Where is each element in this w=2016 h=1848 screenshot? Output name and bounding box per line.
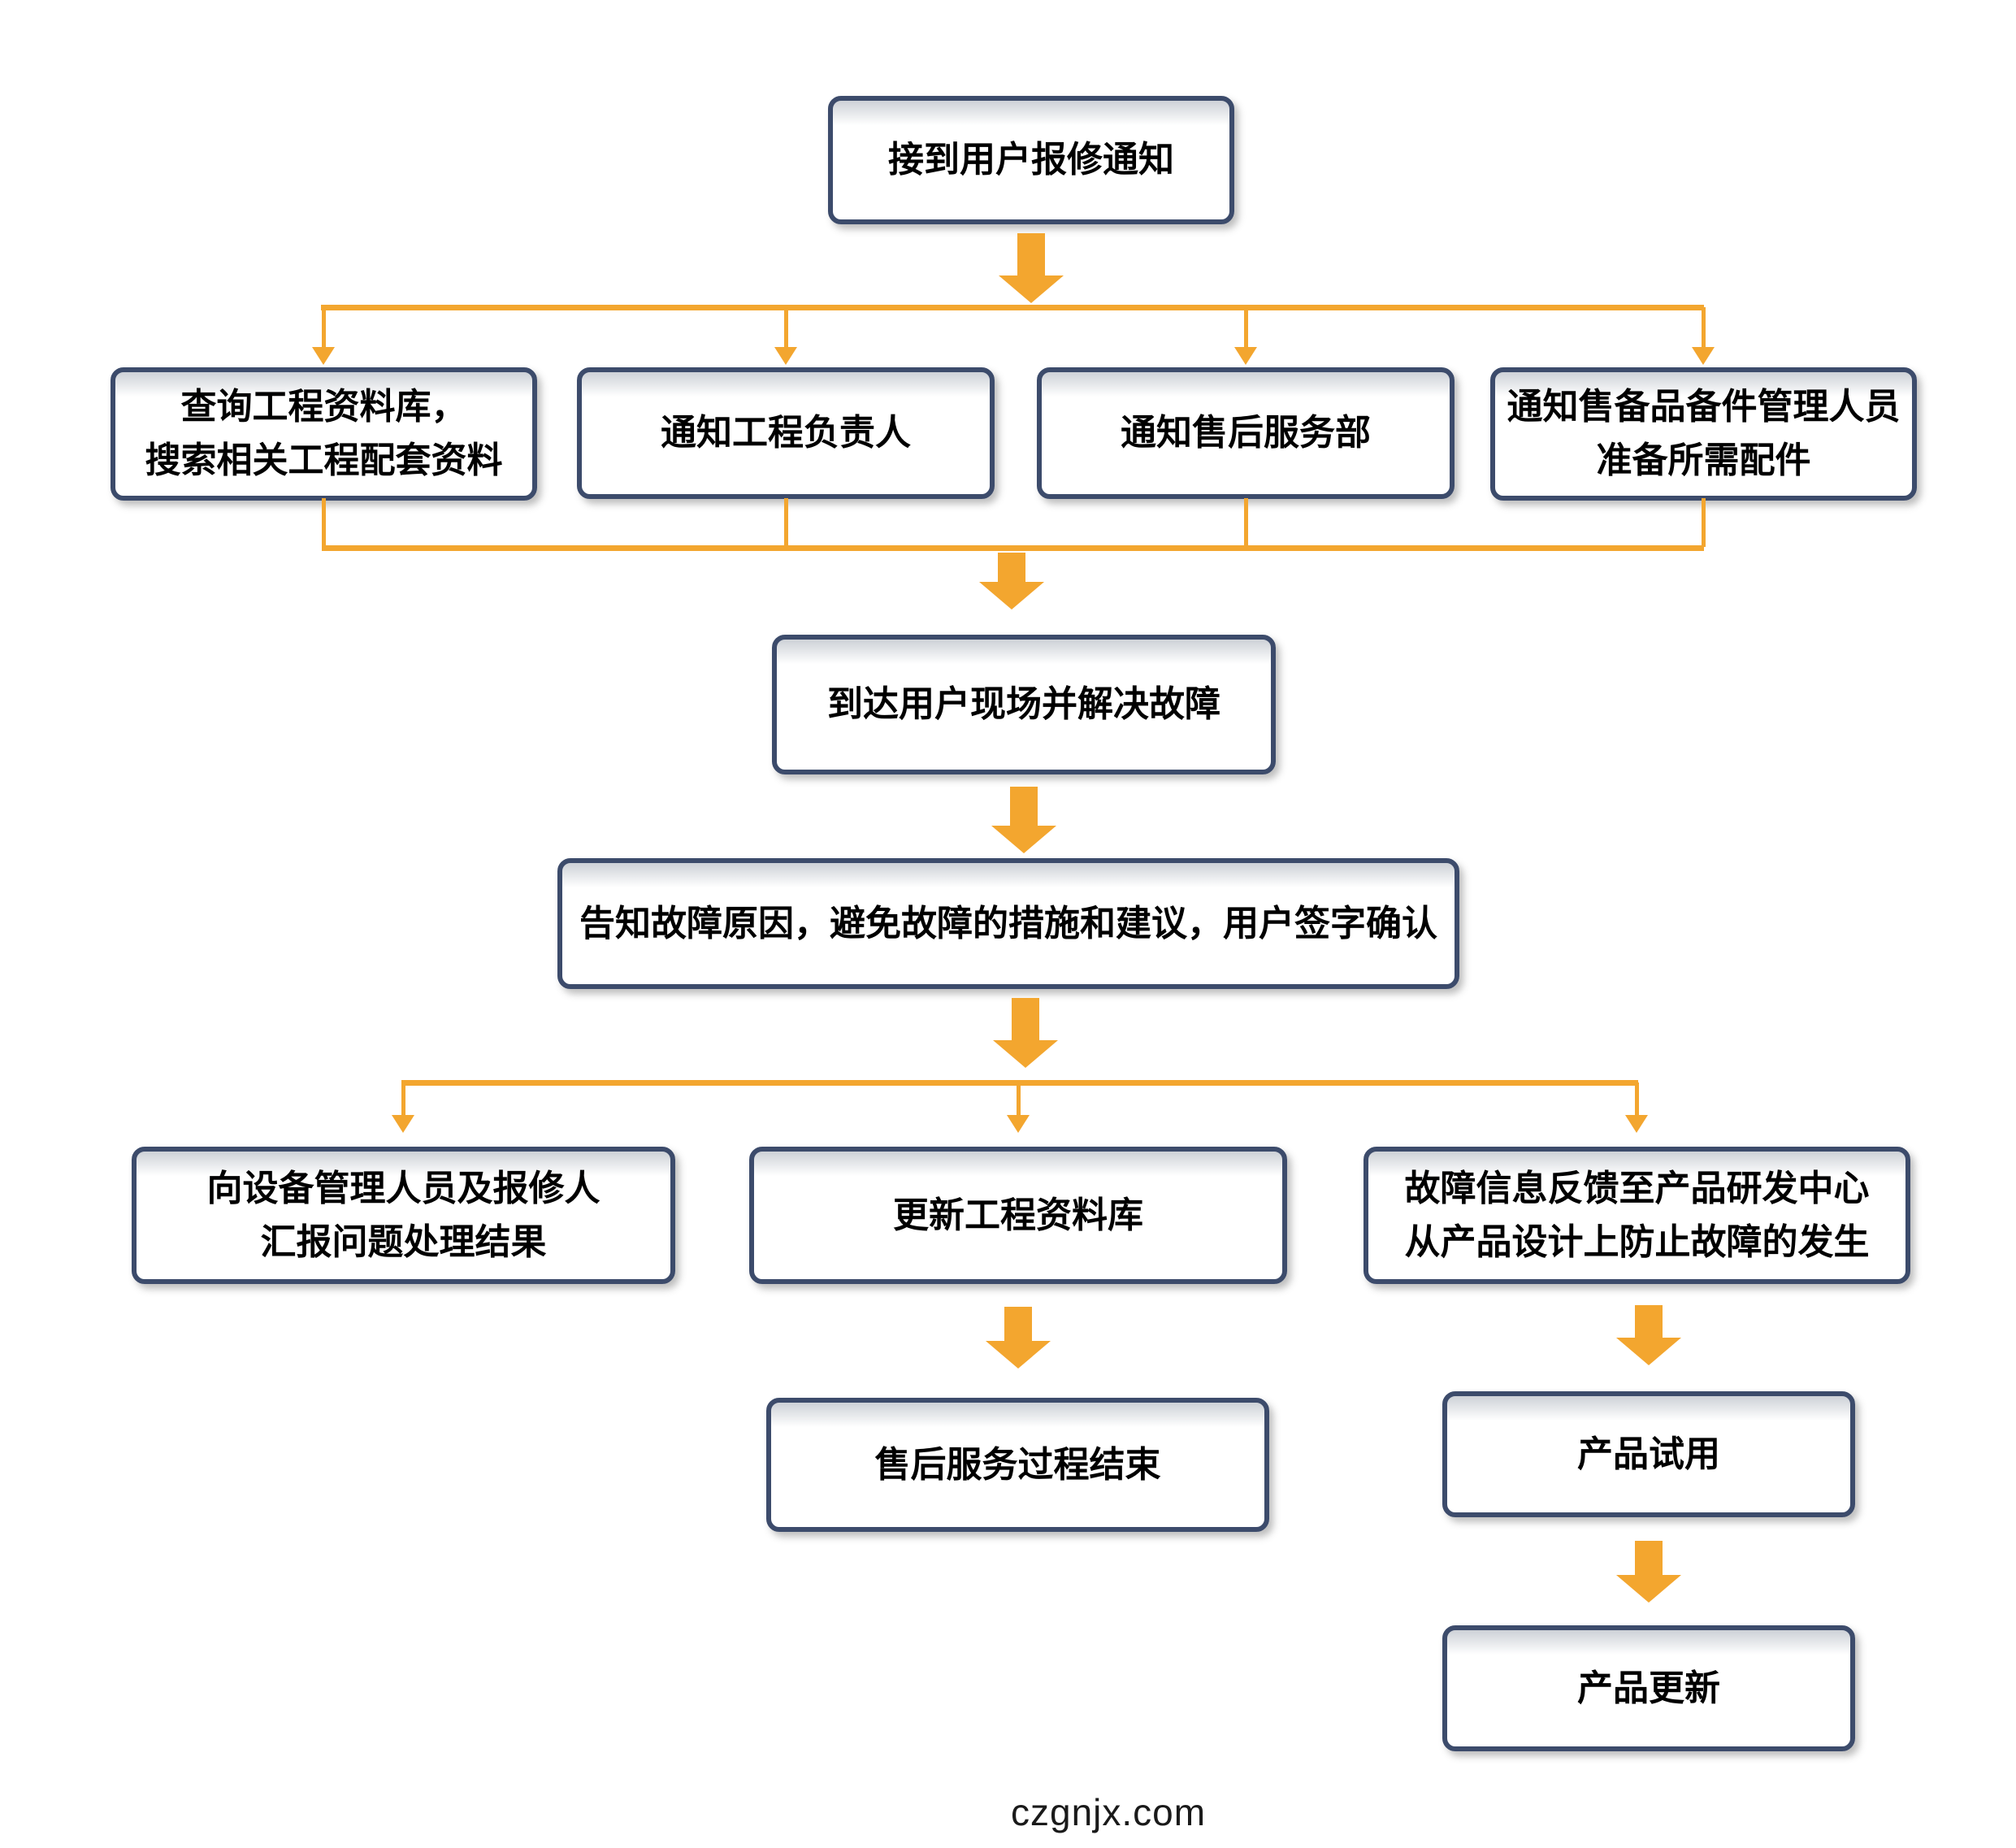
node-product-update: 产品更新 (1442, 1625, 1855, 1751)
arrow-down-inform-to-branch (993, 998, 1058, 1068)
node-feedback-rd: 故障信息反馈至产品研发中心 从产品设计上防止故障的发生 (1364, 1147, 1910, 1284)
branch-arrow-notify-aftersales (1234, 307, 1257, 365)
node-update-archive: 更新工程资料库 (749, 1147, 1287, 1284)
node-query-archive: 查询工程资料库， 搜索相关工程配套资料 (111, 367, 537, 501)
branch-line-top (321, 305, 1704, 310)
branch-arrow-query-archive (312, 307, 335, 365)
branch-arrow-update-archive (1007, 1082, 1030, 1133)
node-product-trial: 产品试用 (1442, 1391, 1855, 1517)
arrow-down-feedback-rd-to-product-trial (1616, 1305, 1681, 1365)
merge-stub-notify-aftersales (1244, 498, 1248, 547)
node-notify-aftersales: 通知售后服务部 (1037, 367, 1455, 499)
arrow-down-receive-to-branch (999, 233, 1064, 303)
node-report-result: 向设备管理人员及报修人 汇报问题处理结果 (132, 1147, 675, 1284)
merge-stub-query-archive (322, 498, 326, 547)
node-inform-cause: 告知故障原因，避免故障的措施和建议，用户签字确认 (557, 858, 1459, 989)
arrow-down-arrive-to-inform (991, 787, 1056, 853)
node-receive-notice: 接到用户报修通知 (828, 96, 1234, 224)
node-notify-parts: 通知售备品备件管理人员 准备所需配件 (1490, 367, 1917, 501)
branch-arrow-notify-engineer (774, 307, 797, 365)
branch-arrow-report-result (392, 1082, 414, 1133)
branch-arrow-notify-parts (1692, 307, 1715, 365)
node-service-end: 售后服务过程结束 (766, 1398, 1269, 1532)
arrow-down-update-archive-to-service-end (986, 1307, 1051, 1369)
watermark-text: czgnjx.com (1011, 1791, 1207, 1833)
node-notify-engineer: 通知工程负责人 (577, 367, 995, 499)
arrow-down-merge-to-arrive (979, 553, 1044, 609)
node-arrive-site: 到达用户现场并解决故障 (772, 635, 1276, 774)
merge-stub-notify-parts (1702, 498, 1706, 547)
merge-stub-notify-engineer (784, 498, 788, 547)
arrow-down-product-trial-to-product-update (1616, 1541, 1681, 1603)
merge-line (322, 545, 1704, 551)
branch-arrow-feedback-rd (1625, 1082, 1648, 1133)
